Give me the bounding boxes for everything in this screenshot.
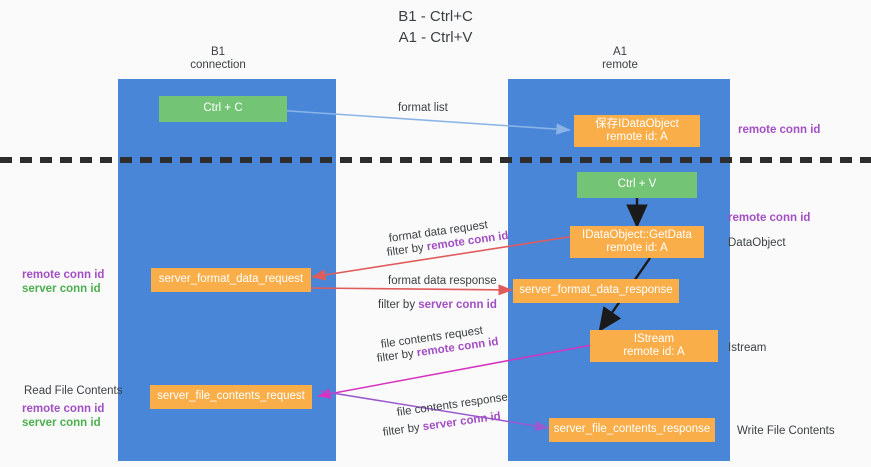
edge-filter-format-data-response-prefix: filter by	[378, 299, 419, 311]
node-ctrl-v-label: Ctrl + V	[617, 178, 657, 191]
column-header-a1-role: remote	[602, 59, 638, 71]
node-save-dataobject[interactable]: 保存IDataObject remote id: A	[574, 115, 700, 147]
edge-label-format-data-response: format data response	[388, 274, 497, 288]
column-header-a1-name: A1	[612, 46, 628, 58]
annotation-right-remote-conn-id-top: remote conn id	[738, 124, 821, 136]
node-ctrl-v[interactable]: Ctrl + V	[577, 172, 697, 198]
annotation-left-read-file-contents: Read File Contents	[24, 385, 123, 397]
diagram-title: B1 - Ctrl+C A1 - Ctrl+V	[0, 6, 871, 48]
edge-filter-format-data-response: filter by server conn id	[378, 298, 497, 312]
arrow-file-contents-request	[317, 344, 593, 399]
arrow-format-data-response	[307, 284, 513, 296]
arrow-format-list	[274, 109, 571, 135]
phase-divider	[0, 157, 871, 163]
edge-label-format-data-response-text: format data response	[388, 275, 497, 287]
node-istream[interactable]: IStream remote id: A	[590, 330, 718, 362]
annotation-right-write-file-contents: Write File Contents	[737, 425, 835, 437]
annotation-right-istream: Istream	[728, 342, 767, 354]
annotation-left-remote-conn-id-mid: remote conn id	[22, 269, 105, 281]
node-save-dataobject-line2: remote id: A	[606, 131, 668, 143]
edge-filter-format-data-response-key: server conn id	[418, 299, 497, 311]
node-idataobject-getdata-line2: remote id: A	[606, 242, 668, 254]
arrow-file-contents-response	[319, 390, 549, 432]
title-line-1: B1 - Ctrl+C	[398, 8, 473, 25]
annotation-right-dataobject: DataObject	[728, 237, 786, 249]
node-server-file-contents-response[interactable]: server_file_contents_response	[549, 418, 715, 442]
node-save-dataobject-line1: 保存IDataObject	[595, 117, 679, 130]
annotation-right-remote-conn-id-mid: remote conn id	[728, 212, 811, 224]
node-server-file-contents-request-label: server_file_contents_request	[157, 390, 305, 403]
node-istream-line2: remote id: A	[623, 346, 685, 358]
annotation-left-server-conn-id-bottom: server conn id	[22, 417, 101, 429]
column-header-b1: B1 connection	[150, 46, 286, 72]
column-header-b1-name: B1	[210, 46, 226, 58]
node-ctrl-c[interactable]: Ctrl + C	[159, 96, 287, 122]
node-idataobject-getdata-line1: IDataObject::GetData	[582, 228, 692, 241]
column-header-a1: A1 remote	[552, 46, 688, 72]
node-server-format-data-request-label: server_format_data_request	[158, 273, 304, 286]
node-server-format-data-request[interactable]: server_format_data_request	[151, 268, 311, 292]
node-server-format-data-response[interactable]: server_format_data_response	[513, 279, 679, 303]
node-server-format-data-response-label: server_format_data_response	[519, 284, 673, 297]
node-istream-line1: IStream	[633, 332, 675, 345]
title-line-2: A1 - Ctrl+V	[398, 29, 473, 46]
node-ctrl-c-label: Ctrl + C	[203, 102, 243, 115]
annotation-left-server-conn-id-mid: server conn id	[22, 283, 101, 295]
node-idataobject-getdata[interactable]: IDataObject::GetData remote id: A	[570, 226, 704, 258]
node-server-file-contents-response-label: server_file_contents_response	[553, 423, 711, 436]
column-header-b1-role: connection	[190, 59, 246, 71]
arrow-format-data-request	[311, 235, 576, 281]
node-server-file-contents-request[interactable]: server_file_contents_request	[150, 385, 312, 409]
edge-label-format-list: format list	[398, 102, 448, 114]
annotation-left-remote-conn-id-bottom: remote conn id	[22, 403, 105, 415]
